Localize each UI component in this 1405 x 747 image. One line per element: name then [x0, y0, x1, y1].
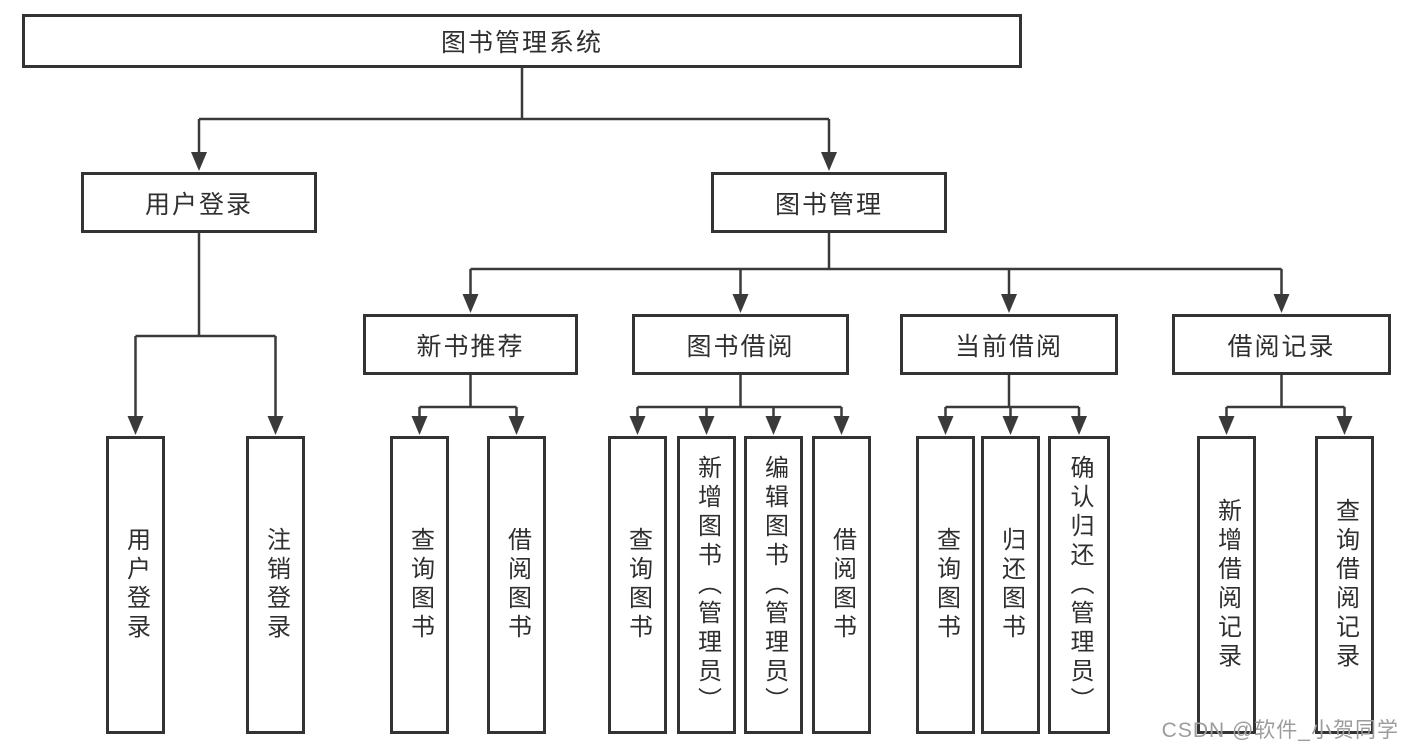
node-book-management: 图书管理: [711, 172, 947, 233]
leaf-query-books-current: 查询图书: [916, 436, 975, 734]
node-user-login: 用户登录: [81, 172, 317, 233]
csdn-watermark: CSDN @软件_小贺同学: [1161, 719, 1399, 742]
tree-edges: [134, 68, 1346, 419]
arrowhead-icons: [127, 152, 1353, 435]
node-book-borrow: 图书借阅: [632, 314, 849, 375]
leaf-query-borrow-record: 查询借阅记录: [1315, 436, 1374, 734]
leaf-return-book: 归还图书: [981, 436, 1040, 734]
leaf-edit-book-admin: 编辑图书（管理员）: [744, 436, 803, 734]
leaf-borrow-books-recommend: 借阅图书: [487, 436, 546, 734]
leaf-query-books-recommend: 查询图书: [390, 436, 449, 734]
leaf-user-login: 用户登录: [106, 436, 165, 734]
leaf-add-book-admin: 新增图书（管理员）: [677, 436, 736, 734]
leaf-query-books-borrow: 查询图书: [608, 436, 667, 734]
node-current-borrow: 当前借阅: [900, 314, 1118, 375]
node-new-book-recommend: 新书推荐: [363, 314, 578, 375]
node-borrow-records: 借阅记录: [1172, 314, 1391, 375]
leaf-borrow-books: 借阅图书: [812, 436, 871, 734]
leaf-confirm-return-admin: 确认归还（管理员）: [1048, 436, 1110, 734]
leaf-add-borrow-record: 新增借阅记录: [1197, 436, 1256, 734]
leaf-logout: 注销登录: [246, 436, 305, 734]
node-root: 图书管理系统: [22, 14, 1022, 68]
